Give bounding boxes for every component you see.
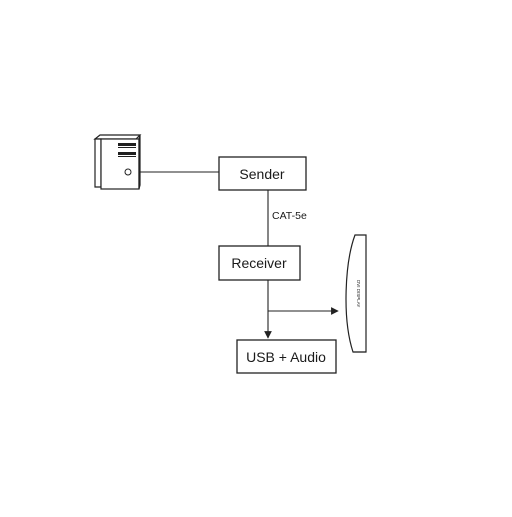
usb-audio-node: USB + Audio	[236, 339, 337, 374]
sender-node: Sender	[218, 156, 307, 191]
receiver-label: Receiver	[231, 255, 287, 271]
display-label: DVI DISPLAY	[356, 280, 361, 307]
cable-label: CAT-5e	[272, 210, 307, 222]
computer-tower-icon	[93, 134, 142, 190]
usb-audio-label: USB + Audio	[246, 349, 326, 365]
sender-label: Sender	[239, 166, 284, 182]
monitor-icon: DVI DISPLAY	[345, 234, 367, 353]
receiver-node: Receiver	[218, 245, 301, 281]
